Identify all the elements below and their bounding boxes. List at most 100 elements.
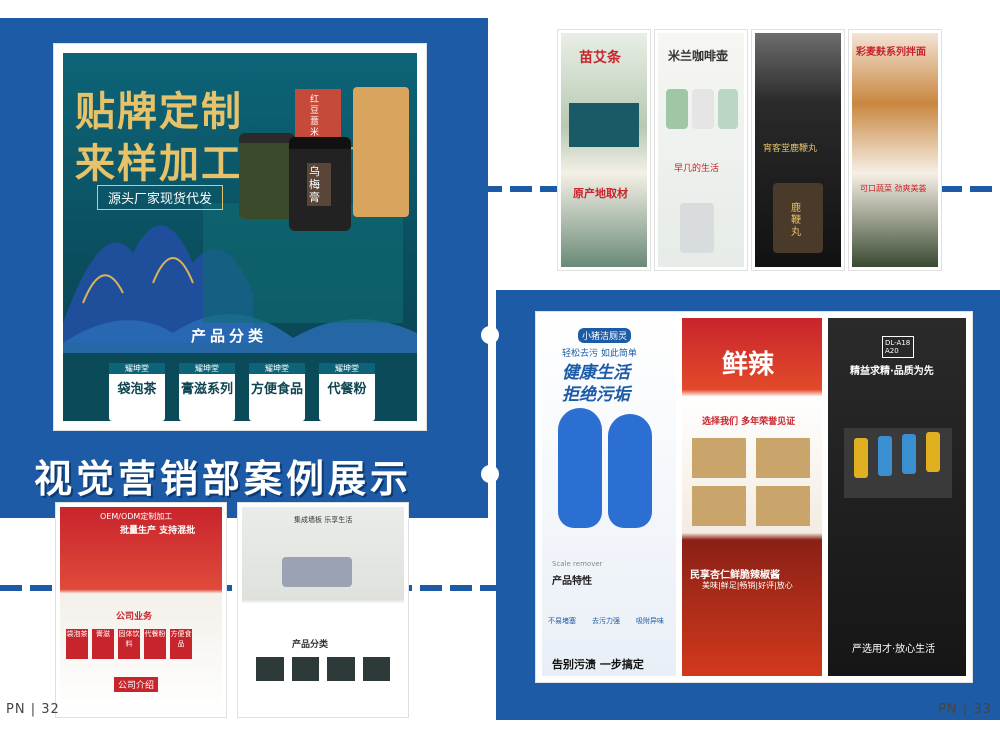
- product-bag: [353, 87, 409, 217]
- page-number-left: PN | 32: [6, 702, 60, 717]
- poster-title-line2: 来样加工: [75, 140, 243, 187]
- kettle-1: [666, 89, 688, 129]
- category-name: 袋泡茶: [117, 382, 157, 397]
- tool-3: [902, 434, 916, 474]
- feature-3: 吸附异味: [636, 617, 664, 625]
- thumb-4-tagline: 可口蔬菜 劲爽美荟: [860, 184, 927, 193]
- card2-header: 集成墙板 乐享生活: [294, 516, 353, 524]
- card1-top: OEM/ODM定制加工: [100, 512, 173, 521]
- sauce-poster[interactable]: 鲜辣 选择我们 多年荣誉见证 民享杏仁鲜脆辣椒酱 美味|鲜足|畅销|好评|放心: [682, 318, 822, 676]
- category-card[interactable]: 耀坤堂 代餐粉: [319, 363, 375, 421]
- card1-items: 袋泡茶 膏滋 固体饮料 代餐粉 方便食品: [66, 629, 192, 659]
- product-box-label: 红豆薏米: [310, 95, 320, 138]
- tool-1: [854, 438, 868, 478]
- thumb-4-title: 彩麦麸系列拌面: [856, 47, 926, 58]
- feature-1: 不易堵塞: [548, 617, 576, 625]
- card1-item: 固体饮料: [118, 629, 140, 659]
- category-card[interactable]: 耀坤堂 方便食品: [249, 363, 305, 421]
- kettle-3: [718, 89, 738, 129]
- bottom-card-2[interactable]: 集成墙板 乐享生活 产品分类: [242, 507, 404, 713]
- page-headline: 视觉营销部案例展示: [34, 456, 413, 501]
- award-2: [756, 438, 810, 478]
- thumb-4-frame: 彩麦麸系列拌面 可口蔬菜 劲爽美荟: [849, 30, 941, 270]
- cleaner-tag: Scale remover: [552, 560, 603, 568]
- sofa: [282, 557, 352, 587]
- thumb-4[interactable]: 彩麦麸系列拌面 可口蔬菜 劲爽美荟: [852, 33, 938, 267]
- card1-intro: 公司介绍: [114, 677, 159, 692]
- sauce-sub: 美味|鲜足|畅销|好评|放心: [702, 581, 793, 590]
- tile: [327, 657, 355, 681]
- poster-title-line1: 贴牌定制: [75, 88, 243, 135]
- category-brand: 耀坤堂: [109, 363, 165, 374]
- tool-model: DL-A18 A20: [882, 336, 914, 358]
- cleaner-line2: 健康生活: [562, 363, 630, 383]
- category-brand: 耀坤堂: [319, 363, 375, 374]
- tool-poster[interactable]: DL-A18 A20 精益求精·品质为先 严选用才·放心生活: [828, 318, 966, 676]
- main-poster: 贴牌定制 来样加工 源头厂家现货代发 红豆薏米 乌梅膏 产品分类 耀坤堂 袋泡茶…: [63, 53, 417, 421]
- card1-item: 代餐粉: [144, 629, 166, 659]
- section-title: 产品分类: [191, 327, 268, 345]
- right-panel-frame: 小猪洁厕灵 轻松去污 如此简单 健康生活 拒绝污垢 Scale remover …: [536, 312, 972, 682]
- category-name: 代餐粉: [327, 382, 367, 397]
- sauce-brand: 民享杏仁鲜脆辣椒酱: [690, 570, 780, 581]
- notch-1: [481, 326, 499, 344]
- banner-block: [569, 103, 639, 147]
- cleaner-line3: 拒绝污垢: [562, 385, 630, 405]
- sauce-title: 鲜辣: [722, 350, 775, 380]
- award-4: [756, 486, 810, 526]
- award-3: [692, 486, 746, 526]
- card1-item: 方便食品: [170, 629, 192, 659]
- category-card[interactable]: 耀坤堂 袋泡茶: [109, 363, 165, 421]
- thumb-2[interactable]: 米兰咖啡壶 早几的生活: [658, 33, 744, 267]
- tool-2: [878, 436, 892, 476]
- thumb-2-title: 米兰咖啡壶: [668, 49, 729, 63]
- kettle-4: [680, 203, 714, 253]
- cleaner-line1: 轻松去污 如此简单: [562, 349, 637, 359]
- bottom-card-1-frame: OEM/ODM定制加工 批量生产 支持混批 公司业务 袋泡茶 膏滋 固体饮料 代…: [56, 503, 226, 717]
- main-poster-frame: 贴牌定制 来样加工 源头厂家现货代发 红豆薏米 乌梅膏 产品分类 耀坤堂 袋泡茶…: [54, 44, 426, 430]
- sauce-pick: 选择我们 多年荣誉见证: [702, 417, 796, 427]
- card1-item: 袋泡茶: [66, 629, 88, 659]
- tile: [291, 657, 319, 681]
- tool-4: [926, 432, 940, 472]
- award-1: [692, 438, 746, 478]
- bottom-card-1[interactable]: OEM/ODM定制加工 批量生产 支持混批 公司业务 袋泡茶 膏滋 固体饮料 代…: [60, 507, 222, 713]
- page-number-right: PN | 33: [938, 702, 992, 717]
- thumb-1-tagline: 原产地取材: [573, 187, 628, 200]
- cleaner-brand: 小猪洁厕灵: [578, 328, 632, 343]
- card1-business: 公司业务: [116, 612, 153, 622]
- jar-label: 乌梅膏: [307, 163, 331, 206]
- thumb-1-frame: 苗艾条 原产地取材: [558, 30, 650, 270]
- tool-title: 精益求精·品质为先: [850, 366, 934, 377]
- bottom-card-2-frame: 集成墙板 乐享生活 产品分类: [238, 503, 408, 717]
- category-name: 膏滋系列: [180, 382, 233, 397]
- notch-2: [481, 465, 499, 483]
- category-tiles: [256, 657, 390, 681]
- jar-1: [239, 133, 295, 219]
- tool-bottom: 严选用才·放心生活: [852, 644, 936, 655]
- kettle-2: [692, 89, 714, 129]
- jar: [773, 183, 823, 253]
- bottle-1: [558, 408, 602, 528]
- feature-2: 去污力强: [592, 617, 620, 625]
- thumb-2-frame: 米兰咖啡壶 早几的生活: [655, 30, 747, 270]
- category-name: 方便食品: [250, 382, 303, 397]
- poster-subtitle: 源头厂家现货代发: [97, 185, 224, 210]
- thumb-2-tagline: 早几的生活: [674, 164, 720, 174]
- dashed-line-top-right: [940, 186, 1000, 192]
- thumb-3[interactable]: 宵客堂鹿鞭丸 鹿鞭丸: [755, 33, 841, 267]
- thumb-3-title: 鹿鞭丸: [791, 203, 801, 238]
- features-title: 产品特性: [552, 576, 592, 587]
- thumb-1[interactable]: 苗艾条 原产地取材: [561, 33, 647, 267]
- category-brand: 耀坤堂: [179, 363, 235, 374]
- thumb-3-frame: 宵客堂鹿鞭丸 鹿鞭丸: [752, 30, 844, 270]
- category-card[interactable]: 耀坤堂 膏滋系列: [179, 363, 235, 421]
- category-brand: 耀坤堂: [249, 363, 305, 374]
- tile: [256, 657, 284, 681]
- card2-section: 产品分类: [292, 640, 329, 650]
- card1-line: 批量生产 支持混批: [120, 526, 196, 536]
- cleaner-poster[interactable]: 小猪洁厕灵 轻松去污 如此简单 健康生活 拒绝污垢 Scale remover …: [542, 318, 676, 676]
- tile: [362, 657, 390, 681]
- cleaner-bottom: 告别污渍 一步搞定: [552, 658, 644, 671]
- thumb-1-title: 苗艾条: [579, 50, 621, 66]
